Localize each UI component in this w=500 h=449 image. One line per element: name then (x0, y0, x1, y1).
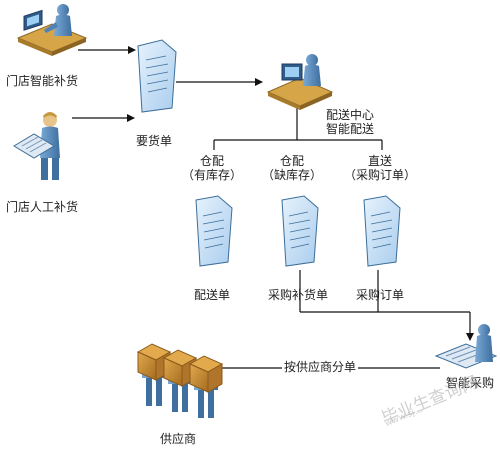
request-form-label: 要货单 (136, 134, 173, 148)
delivery-order-label: 配送单 (193, 288, 231, 302)
smart-purchase-icon (434, 324, 498, 369)
supplier-person-1 (136, 343, 172, 406)
request-form-document-icon (137, 39, 177, 113)
distribution-center-label-line2: 智能配送 (326, 122, 375, 136)
branch-direct-label-line2: （采购订单） (343, 168, 417, 182)
branch-direct-label: 直送 （采购订单） (344, 154, 416, 182)
purchase-order-document-icon (363, 195, 401, 267)
distribution-center-icon (266, 54, 334, 110)
supplier-person-3 (188, 355, 224, 418)
distribution-center-label-line1: 配送中心 (326, 108, 375, 122)
supplier-icon (136, 343, 224, 418)
purchase-replenish-label: 采购补货单 (267, 288, 329, 302)
branch-stock-label-line1: 仓配 (199, 154, 225, 168)
connectors (72, 46, 474, 372)
store-manual-label: 门店人工补货 (6, 200, 79, 214)
smart-purchase-label: 智能采购 (446, 376, 495, 390)
store-auto-label: 门店智能补货 (6, 74, 79, 88)
delivery-order-document-icon (195, 195, 233, 267)
purchase-order-label: 采购订单 (355, 288, 405, 302)
branch-direct-label-line1: 直送 (367, 154, 393, 168)
branch-short-label-line1: 仓配 (279, 154, 305, 168)
branch-stock-label: 仓配 （有库存） (182, 154, 242, 182)
store-manual-replenish-icon (13, 112, 60, 180)
branch-short-label-line2: （缺库存） (261, 168, 323, 182)
supplier-label: 供应商 (160, 432, 197, 446)
distribution-center-label: 配送中心 智能配送 (326, 108, 374, 136)
branch-stock-label-line2: （有库存） (181, 168, 243, 182)
split-by-supplier-label: 按供应商分单 (282, 360, 359, 374)
purchase-replenish-document-icon (281, 195, 319, 267)
branch-short-label: 仓配 （缺库存） (262, 154, 322, 182)
store-auto-replenish-icon (16, 4, 88, 56)
